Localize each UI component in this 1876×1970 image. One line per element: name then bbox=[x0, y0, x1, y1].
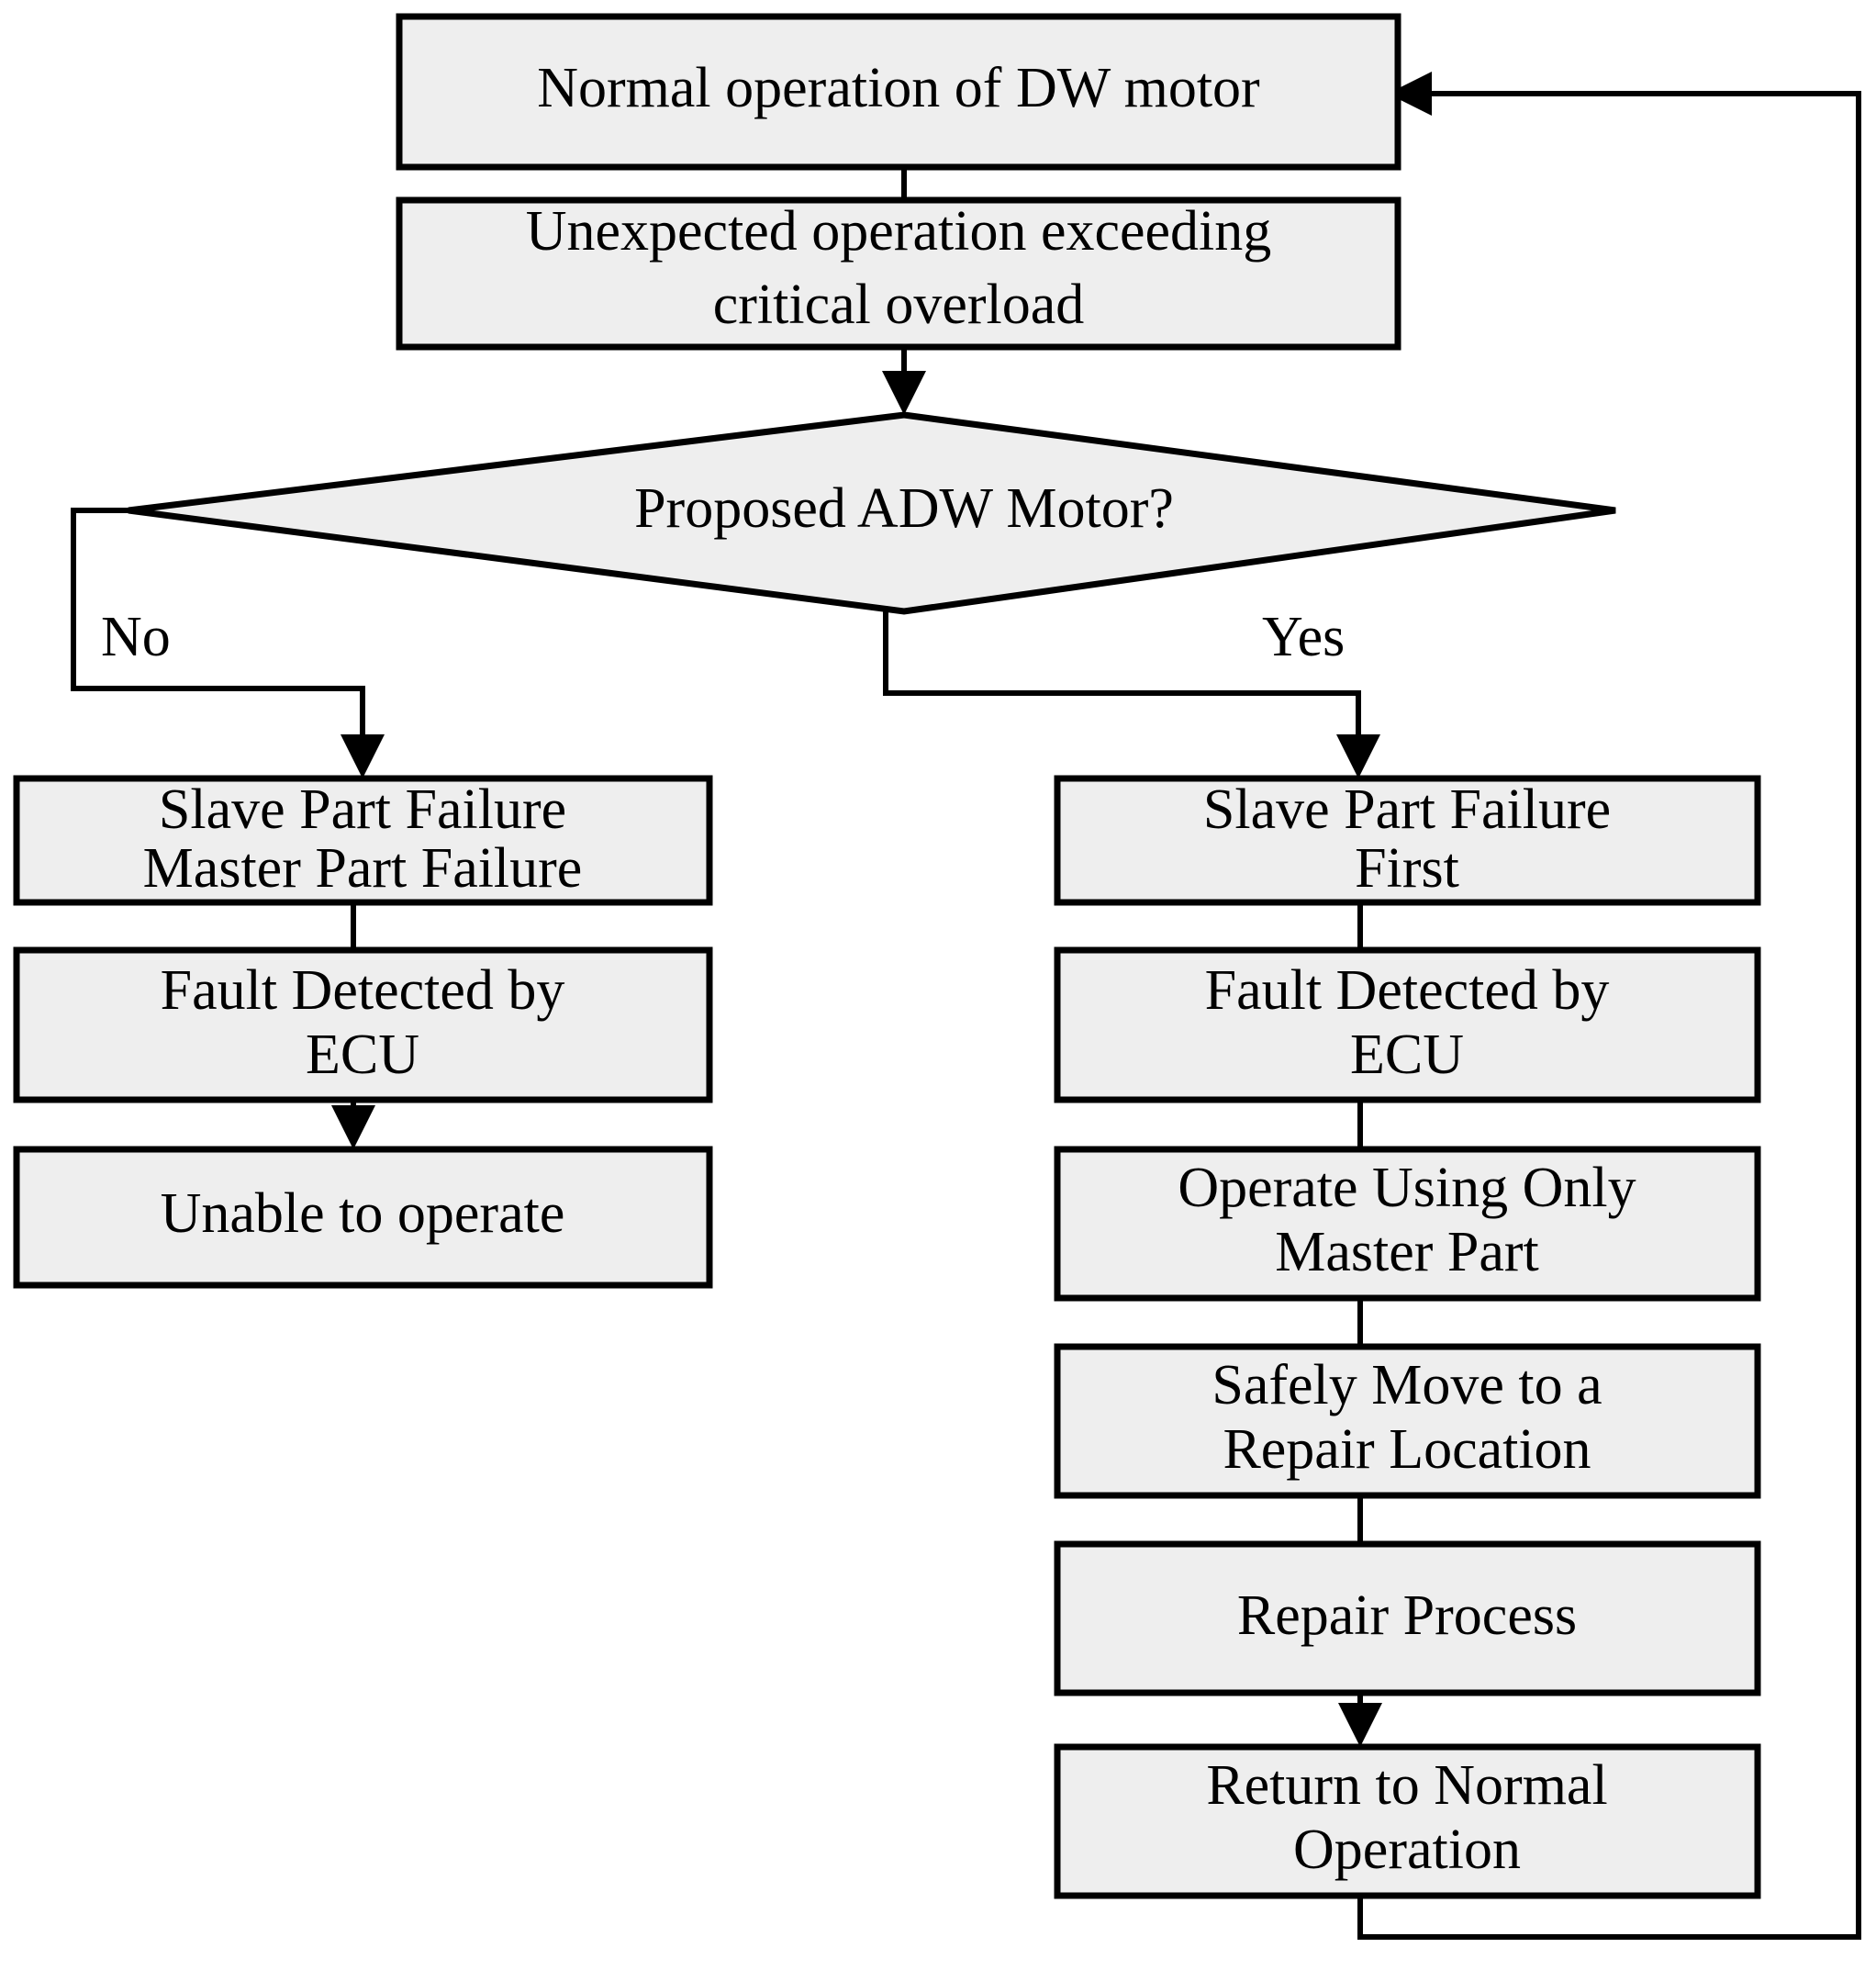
node-unexpected-operation[interactable]: Unexpected operation exceeding critical … bbox=[396, 196, 1401, 351]
node-right-part-failure-line1: Slave Part Failure bbox=[1203, 778, 1611, 841]
node-left-part-failure-line2: Master Part Failure bbox=[143, 837, 583, 900]
node-right-safely-move-line1: Safely Move to a bbox=[1212, 1354, 1602, 1416]
node-left-part-failure[interactable]: Slave Part Failure Master Part Failure bbox=[13, 775, 713, 906]
node-right-return-line2: Operation bbox=[1293, 1819, 1521, 1881]
connector-yes-branch bbox=[883, 611, 1361, 757]
node-right-fault-detected-line2: ECU bbox=[1350, 1024, 1464, 1086]
node-left-fault-detected-line2: ECU bbox=[306, 1024, 419, 1086]
node-right-safely-move-line2: Repair Location bbox=[1223, 1418, 1591, 1481]
arrowhead-feedback-loop bbox=[1388, 72, 1432, 116]
node-normal-operation-label: Normal operation of DW motor bbox=[537, 57, 1260, 119]
node-unexpected-operation-line2: critical overload bbox=[713, 274, 1085, 336]
arrowhead-no-branch bbox=[341, 734, 385, 778]
branch-label-no: No bbox=[101, 606, 171, 668]
node-right-safely-move[interactable]: Safely Move to a Repair Location bbox=[1054, 1343, 1761, 1499]
node-left-fault-detected-line1: Fault Detected by bbox=[161, 959, 565, 1022]
node-left-part-failure-line1: Slave Part Failure bbox=[159, 778, 566, 841]
arrowhead-left-unable bbox=[331, 1105, 375, 1149]
node-normal-operation[interactable]: Normal operation of DW motor bbox=[396, 13, 1401, 171]
arrowhead-yes-branch bbox=[1336, 734, 1380, 778]
node-right-return-line1: Return to Normal bbox=[1206, 1754, 1607, 1817]
arrowhead-to-decision bbox=[882, 371, 926, 415]
node-right-part-failure-first[interactable]: Slave Part Failure First bbox=[1054, 775, 1761, 906]
node-right-fault-detected[interactable]: Fault Detected by ECU bbox=[1054, 946, 1761, 1103]
node-right-part-failure-line2: First bbox=[1355, 837, 1459, 900]
node-right-repair-process-label: Repair Process bbox=[1237, 1584, 1577, 1647]
node-right-return-to-normal[interactable]: Return to Normal Operation bbox=[1054, 1743, 1761, 1899]
node-right-fault-detected-line1: Fault Detected by bbox=[1205, 959, 1610, 1022]
node-right-operate-master-part[interactable]: Operate Using Only Master Part bbox=[1054, 1146, 1761, 1302]
node-decision-label: Proposed ADW Motor? bbox=[634, 477, 1174, 540]
node-right-repair-process[interactable]: Repair Process bbox=[1054, 1540, 1761, 1696]
arrowhead-right-return bbox=[1338, 1703, 1382, 1747]
node-left-unable-to-operate[interactable]: Unable to operate bbox=[13, 1146, 713, 1289]
node-decision-proposed-adw-motor[interactable]: Proposed ADW Motor? bbox=[128, 411, 1616, 615]
connector-no-branch bbox=[71, 508, 365, 757]
node-unexpected-operation-line1: Unexpected operation exceeding bbox=[526, 200, 1272, 263]
connector-feedback-loop bbox=[1357, 91, 1861, 1940]
branch-label-yes: Yes bbox=[1262, 606, 1345, 668]
node-right-operate-master-line1: Operate Using Only bbox=[1178, 1157, 1636, 1219]
node-left-unable-to-operate-label: Unable to operate bbox=[161, 1182, 565, 1245]
node-left-fault-detected[interactable]: Fault Detected by ECU bbox=[13, 946, 713, 1103]
node-right-operate-master-line2: Master Part bbox=[1275, 1221, 1539, 1283]
